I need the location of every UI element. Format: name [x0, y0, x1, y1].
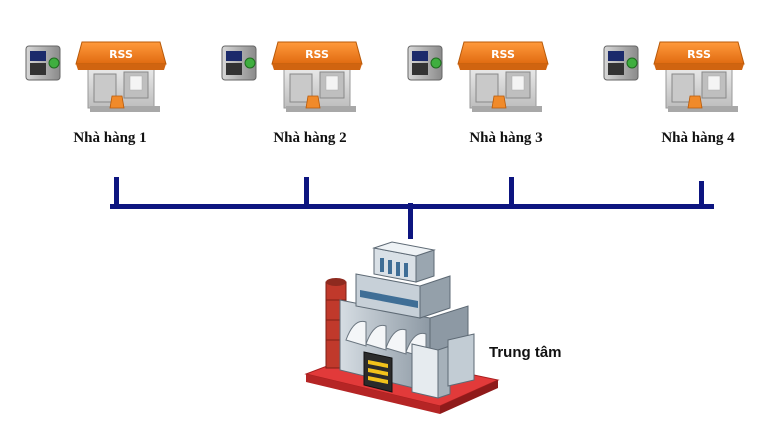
bus-drop-2: [304, 177, 309, 209]
store-2: RSS: [221, 41, 363, 113]
store-label-2: Nhà hàng 2: [273, 130, 347, 146]
bus-drop-4: [699, 181, 704, 209]
bus-drop-1: [114, 177, 119, 209]
store-1: RSS: [25, 41, 167, 113]
store-3: RSS: [407, 41, 549, 113]
bus-drop-hq: [408, 203, 413, 239]
headquarters-label: Trung tâm: [489, 344, 562, 361]
store-sign: RSS: [491, 48, 515, 61]
store-4: RSS: [603, 41, 745, 113]
store-sign: RSS: [687, 48, 711, 61]
store-label-3: Nhà hàng 3: [469, 130, 543, 146]
factory-building-icon: [304, 241, 500, 414]
store-label-4: Nhà hàng 4: [661, 130, 735, 146]
network-bus: [110, 177, 714, 239]
store-sign: RSS: [305, 48, 329, 61]
store-sign: RSS: [109, 48, 133, 61]
store-label-1: Nhà hàng 1: [73, 130, 147, 146]
bus-drop-3: [509, 177, 514, 209]
